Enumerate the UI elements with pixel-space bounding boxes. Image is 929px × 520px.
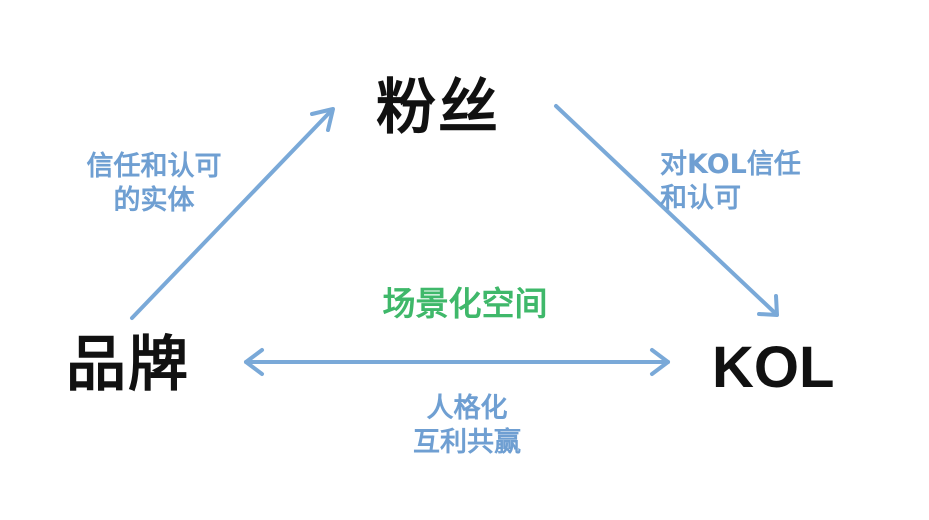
edge-label-line: 和认可 [660, 183, 741, 214]
edge-label-brand-kol: 人格化 互利共赢 [382, 392, 552, 460]
edge-label-brand-to-fans: 信任和认可 的实体 [68, 150, 240, 218]
center-label: 场景化空间 [382, 284, 548, 323]
edge-label-line: 的实体 [113, 185, 195, 216]
arrow-brand-kol-bidirectional [244, 348, 670, 376]
edge-label-line: 信任和认可 [86, 151, 222, 182]
edge-label-fans-to-kol: 对KOL信任 和认可 [660, 148, 850, 216]
edge-label-line: 人格化 [426, 393, 508, 424]
arrow-fans-to-kol [554, 104, 779, 317]
edge-label-line: 对KOL信任 [660, 149, 801, 180]
node-brand: 品牌 [66, 330, 190, 400]
node-fans: 粉丝 [376, 73, 500, 143]
arrow-brand-to-fans [130, 107, 335, 320]
node-kol: KOL [712, 335, 835, 400]
edge-label-line: 互利共赢 [413, 427, 521, 458]
